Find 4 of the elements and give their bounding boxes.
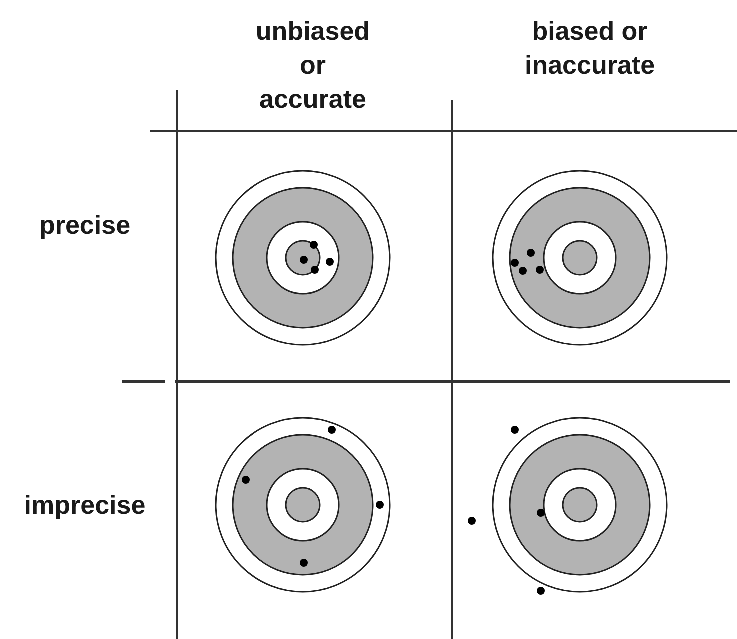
- row-heading: precise: [39, 209, 131, 242]
- column-heading: biased or inaccurate: [524, 15, 656, 82]
- row-heading: imprecise: [24, 489, 146, 522]
- column-heading: unbiased or accurate: [256, 15, 370, 116]
